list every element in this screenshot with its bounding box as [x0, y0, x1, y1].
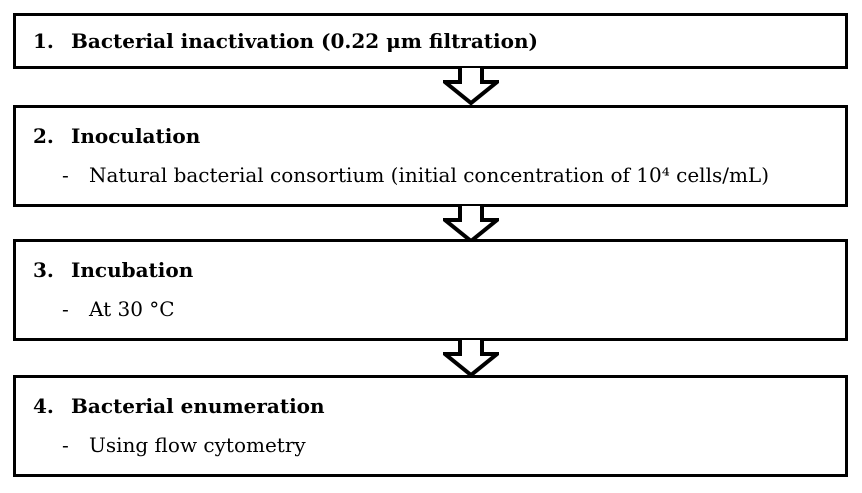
down-arrow-icon-1 — [443, 66, 499, 106]
step-2-detail-text: Natural bacterial consortium (initial co… — [89, 163, 770, 187]
step-4-number: 4. — [33, 394, 54, 418]
step-4-title: Bacterial enumeration — [71, 394, 325, 418]
step-box-4: 4. Bacterial enumeration - Using flow cy… — [13, 375, 848, 477]
step-3-title: Incubation — [71, 258, 194, 282]
down-arrow-icon-3 — [443, 338, 499, 378]
bullet-dash: - — [62, 163, 69, 187]
step-4-detail: - Using flow cytometry — [33, 431, 835, 459]
step-3-number: 3. — [33, 258, 54, 282]
step-1-title: Bacterial inactivation (0.22 μm filtrati… — [71, 29, 538, 53]
bullet-dash: - — [62, 297, 69, 321]
step-2-title: Inoculation — [71, 124, 201, 148]
step-3-detail: - At 30 °C — [33, 295, 835, 323]
bullet-dash: - — [62, 433, 69, 457]
step-2-detail: - Natural bacterial consortium (initial … — [33, 161, 835, 189]
step-box-3: 3. Incubation - At 30 °C — [13, 239, 848, 341]
step-box-2: 2. Inoculation - Natural bacterial conso… — [13, 105, 848, 207]
step-1-number: 1. — [33, 29, 54, 53]
down-arrow-icon-2 — [443, 204, 499, 244]
step-4-detail-text: Using flow cytometry — [89, 433, 306, 457]
step-1-heading: 1. Bacterial inactivation (0.22 μm filtr… — [33, 27, 538, 55]
step-4-heading: 4. Bacterial enumeration — [33, 392, 835, 420]
step-box-1: 1. Bacterial inactivation (0.22 μm filtr… — [13, 13, 848, 69]
step-3-detail-text: At 30 °C — [89, 297, 175, 321]
step-2-heading: 2. Inoculation — [33, 122, 835, 150]
step-2-number: 2. — [33, 124, 54, 148]
step-3-heading: 3. Incubation — [33, 256, 835, 284]
